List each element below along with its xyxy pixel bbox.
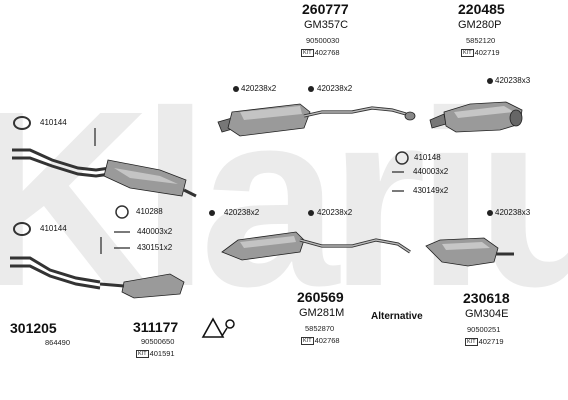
oe-number-5852870: 5852870	[305, 324, 335, 333]
part-number-311177: 311177	[133, 319, 179, 335]
fitting-label: 420238x2	[317, 84, 353, 93]
front-pipe-catalyst-upper	[12, 148, 197, 198]
part-number-220485: 220485	[458, 1, 505, 17]
part-code-gm357c: GM357C	[304, 19, 349, 31]
fitting-label: 410144	[40, 224, 67, 233]
clamp-icon	[209, 78, 493, 216]
fitting-label: 420238x2	[224, 208, 260, 217]
rear-silencer-220485	[429, 101, 523, 133]
fitting-label: 440003x2	[413, 167, 449, 176]
fitting-label: 410144	[40, 118, 67, 127]
fitting-label: 410148	[414, 153, 441, 162]
part-number-230618: 230618	[463, 290, 510, 306]
fitting-label: 420238x3	[495, 76, 531, 85]
bolt-icon	[94, 128, 404, 254]
oe-number-90500251: 90500251	[467, 325, 501, 334]
warning-triangle-icon	[201, 317, 225, 338]
oe-number-90500030: 90500030	[306, 36, 340, 45]
part-code-gm281m: GM281M	[299, 307, 345, 319]
gasket-ring-icon	[13, 116, 409, 236]
fitting-label: 420238x2	[317, 208, 353, 217]
fitting-label: 420238x2	[241, 84, 277, 93]
fitting-label: 410288	[136, 207, 163, 216]
fitting-label: 430149x2	[413, 186, 449, 195]
fitting-label: 430151x2	[137, 243, 173, 252]
oe-number-90500650: 90500650	[141, 337, 175, 346]
part-number-260777: 260777	[302, 1, 349, 17]
middle-silencer-260569	[221, 231, 411, 261]
front-pipe-catalyst-lower	[10, 256, 185, 299]
part-code-gm304e: GM304E	[465, 308, 509, 320]
key-icon	[221, 319, 235, 337]
part-code-gm280p: GM280P	[458, 19, 502, 31]
part-number-260569: 260569	[297, 289, 344, 305]
alternative-label: Alternative	[371, 311, 423, 322]
oe-number-5852120: 5852120	[466, 36, 496, 45]
rear-silencer-230618	[425, 237, 514, 267]
fitting-label: 440003x2	[137, 227, 173, 236]
part-number-301205: 301205	[10, 320, 57, 336]
fitting-label: 420238x3	[495, 208, 531, 217]
oe-number-864490: 864490	[45, 338, 71, 347]
middle-silencer-260777	[217, 103, 416, 137]
